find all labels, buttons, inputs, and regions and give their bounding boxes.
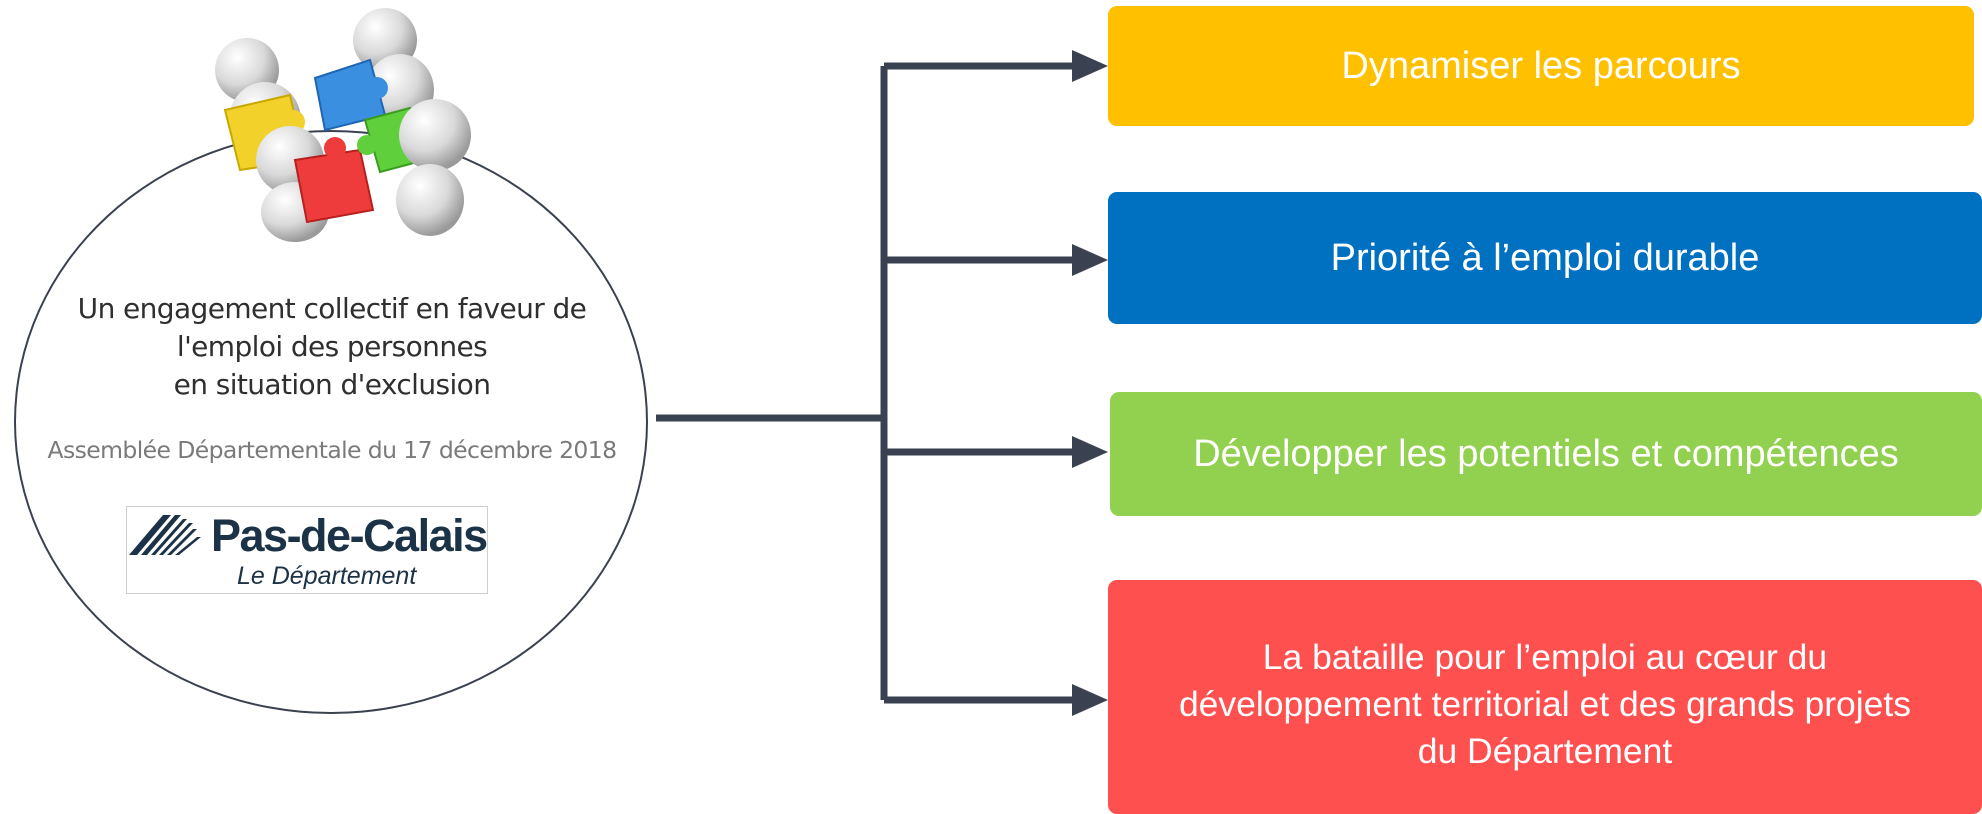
objective-box-emploi-durable: Priorité à l’emploi durable [1108, 192, 1982, 324]
objective-box-dynamiser: Dynamiser les parcours [1108, 6, 1974, 126]
objective-label: Dynamiser les parcours [1341, 45, 1741, 87]
objective-label: développement territorial et des grands … [1178, 683, 1912, 724]
assembly-date-text: Assemblée Départementale du 17 décembre … [47, 436, 618, 464]
tagline-line: en situation d'exclusion [173, 368, 491, 401]
engagement-circle [14, 130, 648, 714]
objective-label: du Département [1417, 730, 1673, 771]
objective-label: La bataille pour l’emploi au cœur du [1262, 636, 1828, 677]
tagline-line: l'emploi des personnes [176, 330, 488, 363]
logo-subtitle: Le Département [237, 562, 417, 590]
objective-label: Priorité à l’emploi durable [1330, 237, 1760, 279]
tagline-line: Un engagement collectif en faveur de [77, 292, 587, 325]
engagement-tagline: Un engagement collectif en faveur de l'e… [20, 290, 644, 404]
logo-stripes-icon [129, 515, 201, 555]
arrow-head [1072, 436, 1108, 468]
objective-box-potentiels: Développer les potentiels et compétences [1110, 392, 1982, 516]
objective-label: Développer les potentiels et compétences [1193, 433, 1899, 475]
pas-de-calais-logo: Pas-de-Calais Le Département [126, 506, 488, 594]
objective-box-bataille: La bataille pour l’emploi au cœur du dév… [1108, 580, 1982, 814]
puzzle-team-icon [215, 8, 471, 242]
arrow-head [1072, 244, 1108, 276]
logo-name: Pas-de-Calais [211, 510, 488, 561]
arrow-head [1072, 50, 1108, 82]
arrow-head [1072, 684, 1108, 716]
